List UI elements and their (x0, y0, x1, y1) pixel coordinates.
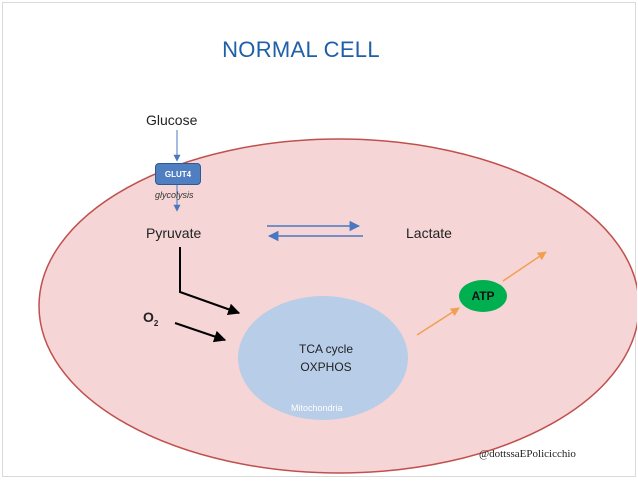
atp-node: ATP (459, 280, 507, 312)
oxphos-text: OXPHOS (300, 360, 352, 374)
tca-oxphos-label: TCA cycle OXPHOS (291, 340, 361, 376)
pyruvate-label: Pyruvate (146, 225, 202, 241)
oxygen-to-mitochondria-arrow (174, 322, 227, 343)
glycolysis-label: glycolysis (155, 190, 194, 200)
oxygen-symbol: O (143, 309, 154, 325)
oxygen-label: O2 (143, 309, 158, 328)
mitochondria-label: Mitochondria (291, 403, 343, 413)
mitochondria-to-atp-arrow (416, 307, 460, 336)
pyruvate-to-mitochondria-arrow (179, 247, 241, 316)
glucose-label: Glucose (146, 112, 198, 128)
diagram-canvas (38, 130, 637, 474)
lactate-label: Lactate (406, 225, 452, 241)
atp-export-arrow (502, 251, 547, 282)
mitochondrion (238, 296, 408, 420)
glut4-transporter: GLUT4 (155, 163, 201, 185)
diagram-title: NORMAL CELL (222, 37, 380, 62)
tca-cycle-text: TCA cycle (298, 342, 353, 356)
oxygen-subscript: 2 (153, 318, 159, 328)
author-credit: @dottssaEPolicicchio (479, 448, 576, 460)
